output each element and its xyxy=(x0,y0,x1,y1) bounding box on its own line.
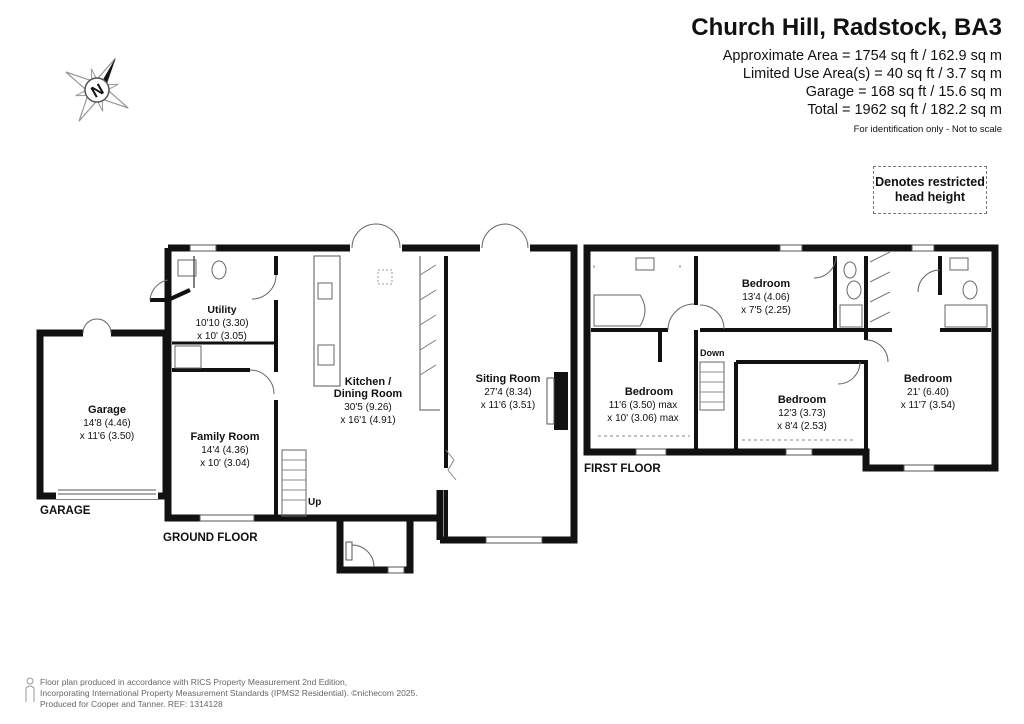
stairs-down-label: Down xyxy=(700,348,725,358)
utility-dim2: x 10' (3.05) xyxy=(197,331,247,342)
first-floor-label: FIRST FLOOR xyxy=(584,463,661,475)
sitting-room-dim2: x 11'6 (3.51) xyxy=(481,400,536,411)
utility-dim1: 10'10 (3.30) xyxy=(195,318,248,329)
first-floor-plan: Bedroom 11'6 (3.50) max x 10' (3.06) max… xyxy=(583,244,999,472)
garage-plan: Garage 14'8 (4.46) x 11'6 (3.50) xyxy=(36,318,170,500)
stairs-up-label: Up xyxy=(308,497,321,508)
bedroom-1-dim2: x 7'5 (2.25) xyxy=(741,305,791,316)
sitting-room-dim1: 27'4 (8.34) xyxy=(484,387,532,398)
legend-line-1: Denotes restricted xyxy=(875,175,985,189)
family-room-dim2: x 10' (3.04) xyxy=(200,458,250,469)
bedroom-2-dim1: 11'6 (3.50) max xyxy=(609,400,677,411)
bedroom-3-dim2: x 8'4 (2.53) xyxy=(777,421,827,432)
bedroom-3-name: Bedroom xyxy=(778,394,827,406)
ground-floor-label: GROUND FLOOR xyxy=(163,532,258,544)
restricted-height-legend: Denotes restricted head height xyxy=(873,166,987,214)
footer-line-2: Incorporating International Property Mea… xyxy=(40,688,418,698)
kitchen-name-2: Dining Room xyxy=(334,388,403,400)
kitchen-name: Kitchen / xyxy=(345,376,391,388)
garage-name: Garage xyxy=(88,404,126,416)
footer-line-3: Produced for Cooper and Tanner. REF: 131… xyxy=(40,699,223,709)
bedroom-1-name: Bedroom xyxy=(742,278,791,290)
family-room-name: Family Room xyxy=(190,431,259,443)
garage-dim1: 14'8 (4.46) xyxy=(83,418,131,429)
total-area: Total = 1962 sq ft / 182.2 sq m xyxy=(807,102,1002,118)
ground-floor-plan: Utility 10'10 (3.30) x 10' (3.05) Family… xyxy=(149,223,578,574)
garage-area: Garage = 168 sq ft / 15.6 sq m xyxy=(805,84,1002,100)
bedroom-4-dim1: 21' (6.40) xyxy=(907,387,949,398)
bedroom-1-dim1: 13'4 (4.06) xyxy=(742,292,790,303)
footer-line-1: Floor plan produced in accordance with R… xyxy=(40,677,348,687)
bedroom-3-dim1: 12'3 (3.73) xyxy=(778,408,826,419)
limited-use-area: Limited Use Area(s) = 40 sq ft / 3.7 sq … xyxy=(742,66,1002,82)
garage-dim2: x 11'6 (3.50) xyxy=(80,431,135,442)
compass-icon: N xyxy=(65,57,129,122)
bedroom-2-name: Bedroom xyxy=(625,386,674,398)
garage-floor-label: GARAGE xyxy=(40,505,91,517)
bedroom-4-name: Bedroom xyxy=(904,373,953,385)
kitchen-dim2: x 16'1 (4.91) xyxy=(340,415,395,426)
property-title: Church Hill, Radstock, BA3 xyxy=(691,14,1002,41)
disclaimer: For identification only - Not to scale xyxy=(853,124,1002,135)
person-icon xyxy=(25,677,35,702)
utility-name: Utility xyxy=(207,304,236,316)
bedroom-4-dim2: x 11'7 (3.54) xyxy=(901,400,956,411)
approximate-area: Approximate Area = 1754 sq ft / 162.9 sq… xyxy=(722,48,1002,64)
legend-line-2: head height xyxy=(894,190,966,204)
kitchen-dim1: 30'5 (9.26) xyxy=(344,402,392,413)
sitting-room-name: Siting Room xyxy=(476,373,541,385)
family-room-dim1: 14'4 (4.36) xyxy=(201,445,249,456)
bedroom-2-dim2: x 10' (3.06) max xyxy=(607,413,678,424)
